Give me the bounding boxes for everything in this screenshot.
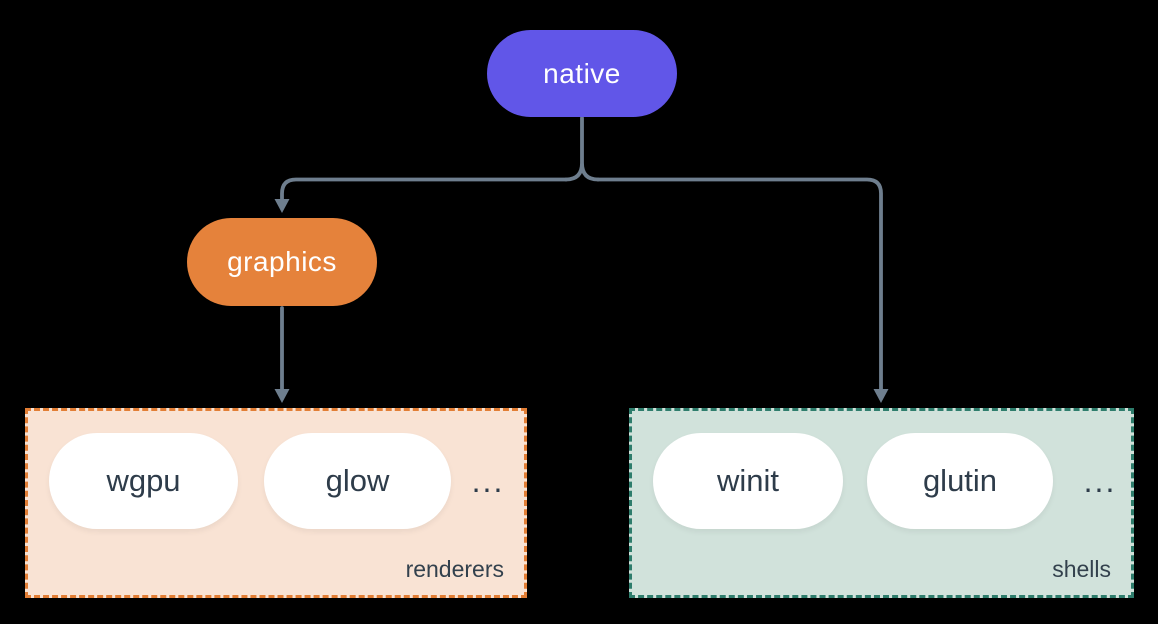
arrowhead-into-renderers (274, 389, 290, 403)
pill-winit-label: winit (716, 463, 779, 498)
shells-ellipsis: ... (1083, 462, 1117, 499)
graphics-node-label: graphics (227, 246, 337, 277)
renderers-group-label: renderers (405, 556, 504, 582)
pill-glow: glow (264, 433, 451, 529)
pill-glutin-label: glutin (922, 463, 998, 498)
arrowhead-into-graphics (274, 199, 290, 213)
edge-native-stem (564, 116, 600, 182)
pill-glow-label: glow (325, 463, 390, 498)
renderers-group: wgpu glow ... renderers (25, 408, 527, 598)
edge-native-to-graphics (280, 177, 568, 202)
pill-wgpu: wgpu (49, 433, 238, 529)
native-node: native (487, 30, 677, 117)
pill-glutin: glutin (867, 433, 1053, 529)
graphics-node: graphics (187, 218, 377, 306)
pill-wgpu-label: wgpu (106, 463, 181, 498)
shells-group-label: shells (1052, 556, 1111, 582)
renderers-ellipsis: ... (471, 462, 505, 499)
pill-winit: winit (653, 433, 843, 529)
arrowhead-into-shells (873, 389, 889, 403)
native-node-label: native (543, 57, 621, 89)
shells-group: winit glutin ... shells (629, 408, 1134, 598)
edge-native-to-shells (596, 177, 883, 392)
